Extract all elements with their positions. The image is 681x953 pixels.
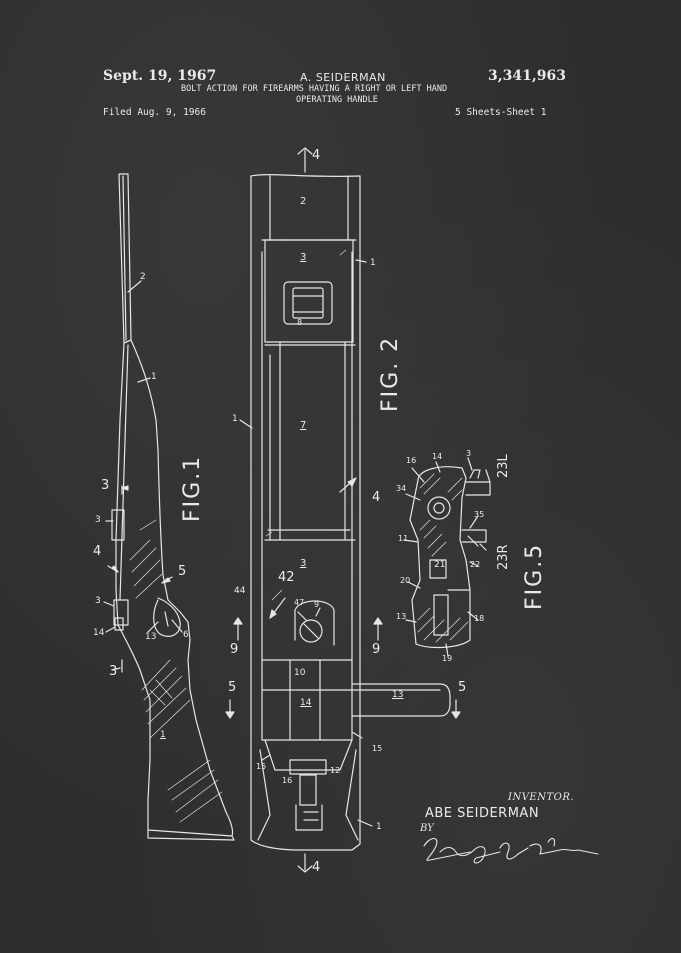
ref-numeral: 5 (458, 680, 467, 695)
ref-numeral: 34 (396, 484, 407, 493)
ref-numeral: 2 (300, 196, 307, 207)
ref-numeral: 11 (398, 534, 409, 543)
inventor-label: INVENTOR. (508, 792, 575, 803)
ref-numeral: 13 (145, 632, 157, 642)
inventor-name: ABE SEIDERMAN (425, 806, 540, 821)
ref-numeral: 21 (434, 560, 446, 570)
ref-numeral: 4 (312, 860, 321, 875)
ref-numeral: 16 (282, 776, 293, 785)
fig5-label: FIG.5 (522, 542, 547, 610)
ref-numeral: 23R (496, 544, 511, 570)
ref-numeral: 10 (294, 668, 306, 678)
ref-numeral: 9 (372, 642, 381, 657)
inventor-header: A. SEIDERMAN (300, 71, 386, 84)
ref-numeral: 6 (183, 630, 189, 640)
ref-numeral: 19 (442, 654, 453, 663)
fig1-rifle-drawing (103, 173, 235, 841)
ref-numeral: 3 (300, 558, 307, 569)
ref-numeral: 3 (466, 449, 472, 458)
patent-number: 3,341,963 (488, 68, 566, 84)
ref-numeral: 16 (406, 456, 417, 465)
ref-numeral: 18 (474, 614, 485, 623)
fig2-bolt-action-drawing (225, 147, 461, 873)
ref-numeral: 1 (370, 258, 376, 268)
ref-numeral: 8 (297, 318, 303, 327)
ref-numeral: 2 (140, 272, 146, 282)
fig2-label: FIG. 2 (378, 335, 403, 412)
ref-numeral: 1 (151, 372, 157, 382)
fig5-section-drawing (403, 457, 491, 657)
patent-title-line1: BOLT ACTION FOR FIREARMS HAVING A RIGHT … (181, 84, 448, 94)
ref-numeral: 4 (372, 490, 381, 505)
ref-numeral: 3 (95, 515, 101, 525)
ref-numeral: 42 (278, 570, 295, 585)
ref-numeral: 5 (178, 564, 187, 579)
ref-numeral: 4 (312, 148, 321, 163)
ref-numeral: 14 (93, 628, 105, 638)
ref-numeral: 1 (232, 414, 238, 424)
ref-numeral: 3 (300, 252, 307, 263)
ref-numeral: 9 (230, 642, 239, 657)
ref-numeral: 4 (93, 544, 102, 559)
ref-numeral: 44 (234, 586, 246, 596)
ref-numeral: 5 (228, 680, 237, 695)
ref-numeral: 22 (470, 560, 481, 569)
ref-numeral: 1 (376, 822, 382, 832)
ref-numeral: 47 (294, 598, 305, 607)
filed-date: Filed Aug. 9, 1966 (103, 107, 206, 118)
ref-numeral: 3 (101, 478, 110, 493)
attorney-signature (423, 837, 599, 864)
ref-numeral: 13 (396, 612, 407, 621)
ref-numeral: 9 (314, 600, 320, 609)
ref-numeral: 14 (432, 452, 443, 461)
ref-numeral: 3 (109, 664, 118, 679)
ref-numeral: 15 (372, 744, 383, 753)
sheet-count: 5 Sheets-Sheet 1 (455, 107, 547, 118)
ref-numeral: 12 (330, 766, 341, 775)
ref-numeral: 1 (160, 730, 166, 740)
fig1-label: FIG.1 (180, 454, 205, 522)
ref-numeral: 13 (392, 690, 404, 700)
ref-numeral: 3 (95, 596, 101, 606)
patent-date: Sept. 19, 1967 (103, 68, 217, 84)
ref-numeral: 15 (256, 762, 267, 771)
ref-numeral: 23L (496, 454, 511, 478)
ref-numeral: 20 (400, 576, 411, 585)
patent-title-line2: OPERATING HANDLE (296, 95, 378, 105)
by-label: BY (420, 823, 434, 834)
ref-numeral: 7 (300, 420, 307, 431)
ref-numeral: 35 (474, 510, 485, 519)
ref-numeral: 14 (300, 698, 312, 708)
